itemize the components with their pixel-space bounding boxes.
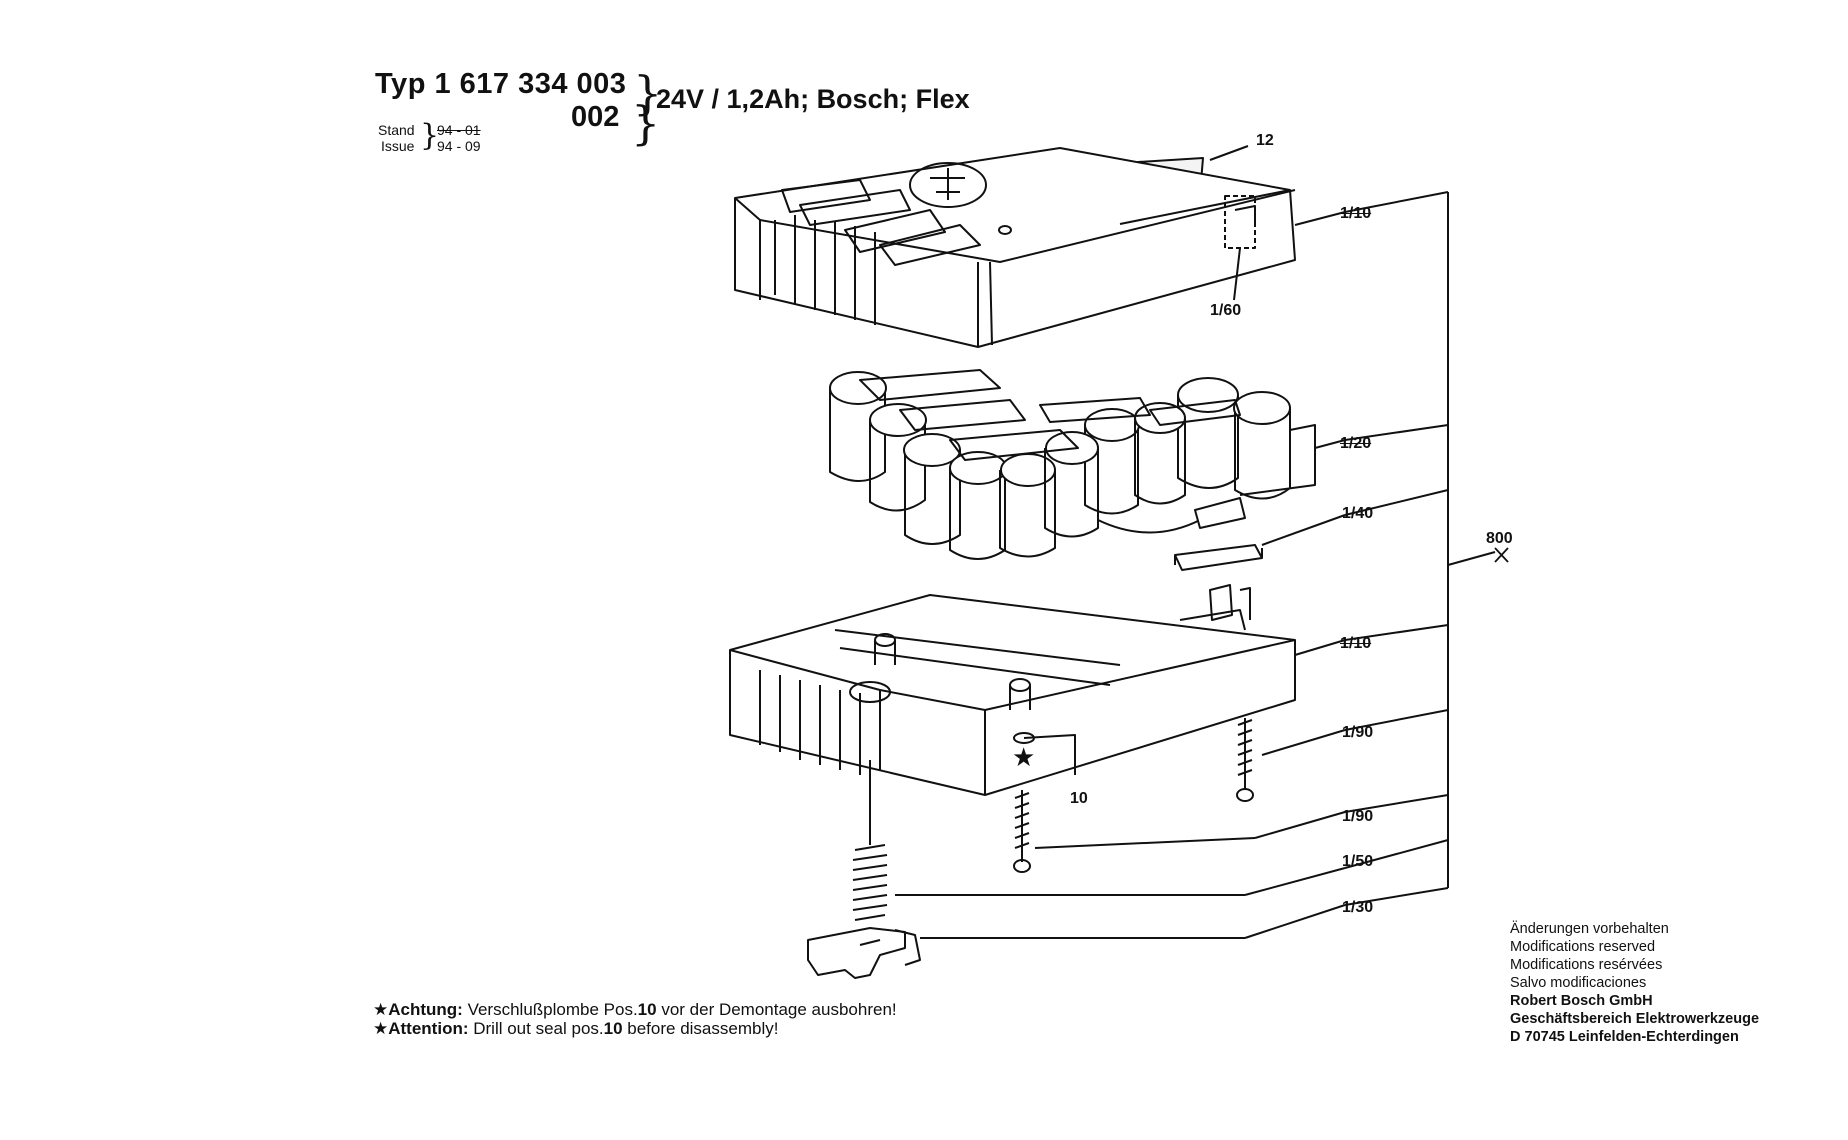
bottom-housing-part (729, 584, 1346, 796)
disclaimer-line: Salvo modificaciones (1510, 975, 1647, 991)
callout-1-90-a: 1/90 (1342, 724, 1374, 741)
assembly-bracket-line (1344, 191, 1496, 906)
warning-prefix-de: ★Achtung: (373, 1000, 463, 1019)
company-address: D 70745 Leinfelden-Echterdingen (1510, 1029, 1739, 1045)
company-name: Robert Bosch GmbH (1510, 993, 1653, 1009)
callout-12: 12 (1256, 132, 1274, 149)
brace-icon: } (631, 96, 661, 150)
callout-1-60: 1/60 (1210, 302, 1242, 319)
latch-part (807, 904, 1346, 979)
brace-icon: } (420, 118, 440, 153)
warning-pos-en: 10 (603, 1019, 623, 1038)
callout-10: 10 (1070, 790, 1088, 807)
top-housing-part (734, 147, 1346, 348)
callout-1-40: 1/40 (1342, 505, 1374, 522)
battery-cell-pack-part (829, 369, 1346, 560)
part-specification: 24V / 1,2Ah; Bosch; Flex (656, 84, 970, 114)
callout-1-10-top: 1/10 (1340, 205, 1372, 222)
warning-text-de-b: vor der Demontage ausbohren! (656, 1000, 897, 1019)
issue-value: 94 - 09 (437, 138, 481, 154)
cross-mark-icon (1494, 547, 1509, 563)
part-variant-number: 002 (571, 101, 620, 133)
warning-note-de: ★Achtung: Verschlußplombe Pos.10 vor der… (373, 1000, 897, 1020)
warning-text-en-b: before disassembly! (622, 1019, 779, 1038)
callout-1-20: 1/20 (1340, 435, 1372, 452)
callout-1-10-mid: 1/10 (1340, 635, 1372, 652)
callout-1-50: 1/50 (1342, 853, 1374, 870)
callout-800: 800 (1486, 530, 1513, 547)
company-division: Geschäftsbereich Elektrowerkzeuge (1510, 1011, 1760, 1027)
callout-1-30: 1/30 (1342, 899, 1374, 916)
part-type-number: Typ 1 617 334 003 (375, 68, 627, 100)
warning-text-de-a: Verschlußplombe Pos. (467, 1000, 638, 1019)
screw-part (1013, 790, 1346, 873)
brace-icon: } (633, 66, 663, 120)
stand-value: 94 - 01 (437, 122, 481, 138)
warning-prefix-en: ★Attention: (373, 1019, 469, 1038)
warning-text-en-a: Drill out seal pos. (473, 1019, 604, 1038)
warning-note-en: ★Attention: Drill out seal pos.10 before… (373, 1019, 778, 1039)
disclaimer-line: Änderungen vorbehalten (1510, 921, 1669, 937)
disclaimer-line: Modifications reserved (1510, 939, 1656, 955)
callout-1-90-b: 1/90 (1342, 808, 1374, 825)
disclaimer-block: Änderungen vorbehalten Modifications res… (1510, 920, 1759, 1046)
spring-part (852, 760, 1346, 921)
disclaimer-line: Modifications resérvées (1510, 957, 1663, 973)
warning-pos-de: 10 (637, 1000, 657, 1019)
stand-label: Stand (378, 122, 415, 138)
issue-label: Issue (381, 138, 415, 154)
seal-star-icon: ★ (1012, 742, 1036, 772)
contact-part (1174, 497, 1346, 571)
screw-part (1236, 718, 1346, 802)
